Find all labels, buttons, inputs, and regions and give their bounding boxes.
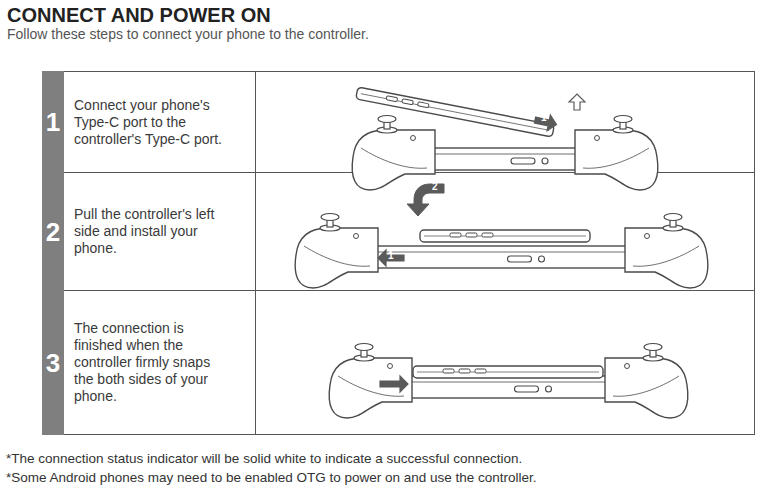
table-grid: [43, 72, 755, 435]
step-text-cell: The connection is finished when the cont…: [64, 290, 255, 435]
controller-grip: [295, 228, 378, 288]
thumbstick: [354, 344, 374, 362]
controller: [329, 344, 688, 419]
direction-arrow: [378, 250, 404, 266]
usb-slot: [515, 386, 539, 392]
step-description: The connection is finished when the cont…: [74, 320, 226, 405]
controller-grip: [352, 130, 435, 190]
usb-slot: [511, 158, 535, 164]
usb-slot: [508, 256, 532, 262]
thumbstick: [320, 214, 340, 232]
status-indicator: [539, 256, 545, 262]
thumbstick: [613, 116, 633, 134]
step-number: 2: [42, 172, 64, 291]
step-number: 3: [42, 290, 64, 435]
controller-bridge: [408, 376, 609, 398]
status-indicator: [546, 386, 552, 392]
controller-grip: [575, 130, 658, 190]
footnote: *Some Android phones may need to be enab…: [6, 471, 537, 485]
thumbstick: [663, 214, 683, 232]
thumbstick: [643, 344, 663, 362]
insert-arrow: [407, 184, 444, 216]
controller-grip: [605, 358, 688, 418]
step-text-cell: Connect your phone's Type-C port to the …: [64, 71, 255, 173]
direction-arrow: [533, 112, 558, 132]
step-number-text: 2: [46, 219, 60, 245]
callout-number: 1: [388, 251, 394, 261]
step-description: Connect your phone's Type-C port to the …: [74, 97, 226, 148]
step-description: Pull the controller's left side and inst…: [74, 206, 226, 257]
step-number-text: 3: [46, 350, 60, 376]
title: CONNECT AND POWER ON: [7, 4, 271, 27]
footnote: *The connection status indicator will be…: [6, 452, 522, 466]
lift-arrow: [569, 94, 585, 110]
callout-number: 1: [541, 113, 547, 123]
controller-bridge: [374, 246, 629, 268]
status-indicator: [542, 158, 548, 164]
phone: [420, 230, 590, 242]
thumbstick: [377, 116, 397, 134]
callout-number: 2: [432, 182, 438, 192]
controller-grip: [329, 358, 412, 418]
phone: [356, 87, 555, 137]
phone: [413, 366, 603, 378]
direction-arrow: [380, 376, 408, 392]
subtitle: Follow these steps to connect your phone…: [7, 27, 369, 41]
step-text-cell: Pull the controller's left side and inst…: [64, 172, 255, 291]
controller-grip: [625, 228, 708, 288]
controller: [295, 214, 708, 289]
step-number-text: 1: [46, 109, 60, 135]
step-number: 1: [42, 71, 64, 173]
controller-bridge: [431, 148, 579, 170]
